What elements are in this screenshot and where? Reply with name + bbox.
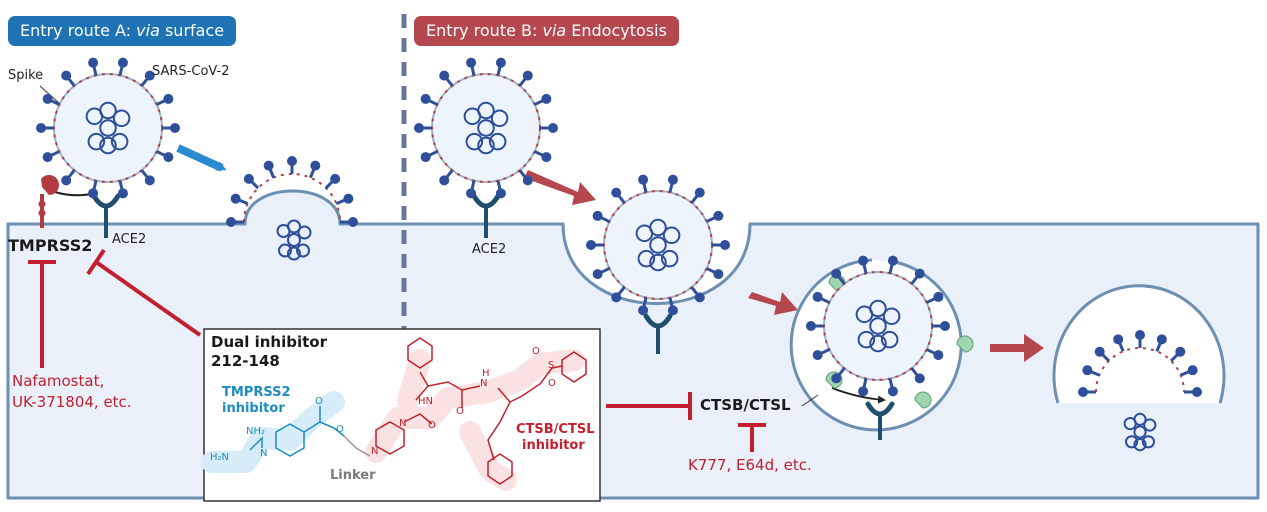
atom-s-sulfone: S bbox=[548, 360, 555, 371]
route-a-badge: Entry route A: via surface bbox=[8, 16, 237, 46]
atom-n-amide: N bbox=[480, 378, 488, 389]
route-a-suffix: surface bbox=[159, 21, 225, 40]
rna-fragment-c bbox=[1123, 412, 1157, 452]
dual-title-line1: Dual inhibitor bbox=[211, 333, 328, 351]
ctsl-cleave-arrow bbox=[831, 387, 886, 404]
dual-title-line2: 212-148 bbox=[211, 352, 280, 370]
molecule-ctsb-part bbox=[375, 337, 587, 485]
atom-o-urea: O bbox=[428, 420, 436, 431]
virus-particle-b1 bbox=[414, 57, 558, 199]
inhibition-to-ctsb bbox=[738, 423, 766, 452]
atom-o-sulfone1: O bbox=[532, 346, 540, 357]
virus-particle-b2 bbox=[586, 174, 730, 316]
atom-o-amide: O bbox=[456, 406, 464, 417]
virus-fusing-c bbox=[1078, 330, 1202, 397]
arrow-b-1 bbox=[524, 170, 596, 205]
ace2-receptor-a bbox=[91, 193, 121, 238]
atom-o-carbonyl: O bbox=[315, 396, 323, 407]
rna-fragment-a bbox=[276, 219, 312, 261]
inhibitor-a-line2: UK-371804, etc. bbox=[12, 393, 132, 411]
ace2-receptor-endocytic bbox=[643, 313, 673, 354]
spike-label: Spike bbox=[8, 68, 44, 83]
atom-nh2: NH₂ bbox=[246, 426, 266, 437]
route-b-badge: Entry route B: via Endocytosis bbox=[414, 16, 679, 46]
ace2-receptor-b bbox=[471, 193, 501, 238]
route-b-prefix: Entry route B: bbox=[426, 21, 543, 40]
linker-label: Linker bbox=[330, 468, 376, 483]
atom-o-ester: O bbox=[336, 424, 344, 435]
ace2-label-b: ACE2 bbox=[472, 242, 507, 257]
atom-n-amidine: N bbox=[260, 448, 268, 459]
atom-n-pip2: N bbox=[399, 418, 407, 429]
virus-particle-a bbox=[36, 57, 180, 199]
atom-n-pip1: N bbox=[371, 446, 379, 457]
arrow-a-entry bbox=[176, 144, 227, 172]
tmprss2-inhibitor-line1: TMPRSS2 bbox=[222, 385, 291, 400]
route-a-via: via bbox=[136, 21, 160, 40]
route-b-suffix: Endocytosis bbox=[566, 21, 667, 40]
ctsb-inhibitor-line1: CTSB/CTSL bbox=[516, 422, 595, 437]
molecule-linker-bonds bbox=[343, 435, 371, 457]
molecule-tmprss2-part bbox=[249, 406, 345, 457]
inhibitor-b-label: K777, E64d, etc. bbox=[688, 456, 812, 474]
ace2-label-a: ACE2 bbox=[112, 232, 147, 247]
ctsl-pointer bbox=[801, 394, 819, 407]
atom-o-sulfone2: O bbox=[548, 378, 556, 389]
virus-layer bbox=[36, 57, 1202, 452]
tmprss2-enzyme bbox=[38, 175, 59, 228]
atom-h-amide: H bbox=[482, 368, 490, 379]
inhibition-dual-to-tmprss2 bbox=[86, 248, 202, 337]
arrow-b-2 bbox=[748, 292, 798, 315]
virus-particle-endosome bbox=[806, 255, 950, 397]
route-a-prefix: Entry route A: bbox=[20, 21, 137, 40]
virus-label: SARS-CoV-2 bbox=[152, 64, 230, 79]
arrow-b-3 bbox=[990, 334, 1044, 362]
atom-hn: HN bbox=[418, 396, 433, 407]
inhibition-dual-to-ctsb bbox=[606, 392, 692, 420]
ace2-receptor-endosome bbox=[865, 401, 895, 440]
tmprss2-label: TMPRSS2 bbox=[8, 236, 93, 255]
inhibition-to-tmprss2 bbox=[28, 260, 56, 368]
ctsb-inhibitor-line2: inhibitor bbox=[522, 438, 585, 453]
atom-h2n: H₂N bbox=[210, 452, 230, 463]
inhibitor-a-line1: Nafamostat, bbox=[12, 372, 105, 390]
virus-budding-a bbox=[226, 156, 358, 227]
ctsb-ctsl-label: CTSB/CTSL bbox=[700, 396, 791, 414]
route-b-via: via bbox=[542, 21, 567, 40]
tmprss2-inhibitor-line2: inhibitor bbox=[222, 401, 285, 416]
